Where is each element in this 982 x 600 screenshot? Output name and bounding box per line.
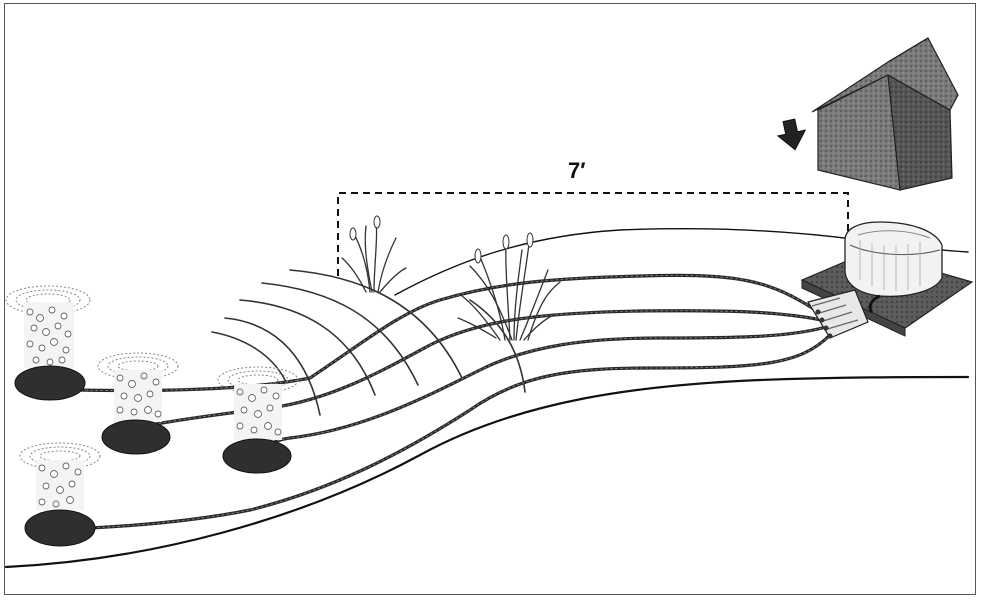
air-hose-1 [78, 275, 820, 390]
air-diffuser-stone-icon [98, 353, 178, 454]
air-hoses [78, 275, 830, 528]
house-icon [812, 38, 958, 190]
dimension-indicator: 7′ [338, 158, 848, 276]
dimension-label: 7′ [568, 158, 586, 183]
dimension-dashed-box [338, 193, 848, 276]
air-hose-3 [262, 327, 826, 450]
air-hose-4 [90, 335, 830, 528]
air-diffuser-stone-icon [6, 286, 90, 400]
aquatic-plant-icon [342, 216, 406, 292]
air-diffuser-stone-icon [20, 443, 100, 546]
down-arrow-icon [775, 117, 809, 152]
